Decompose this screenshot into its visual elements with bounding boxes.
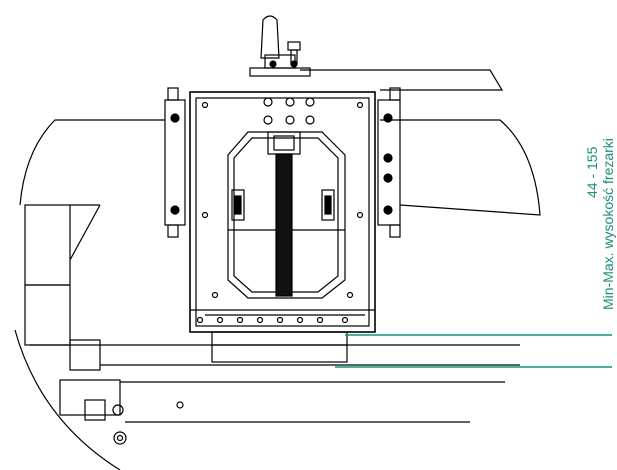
- left-clamp-bar: [164, 87, 186, 238]
- left-column-housing: [24, 204, 127, 445]
- top-handle: [249, 15, 311, 77]
- dimension-range-label: 44 - 155: [584, 146, 600, 198]
- bottom-foot: [211, 331, 348, 363]
- right-arc-body: [380, 119, 541, 216]
- right-clamp-bar: [377, 87, 401, 238]
- plate-bolts: [196, 97, 364, 324]
- left-arc-lower: [14, 329, 121, 470]
- top-right-wing: [300, 69, 504, 91]
- dimension-caption-label: Min-Max. wysokość frezarki: [600, 138, 616, 310]
- base-rails: [30, 344, 520, 423]
- height-dimension-lines: [335, 334, 612, 368]
- left-arc-body: [19, 119, 165, 206]
